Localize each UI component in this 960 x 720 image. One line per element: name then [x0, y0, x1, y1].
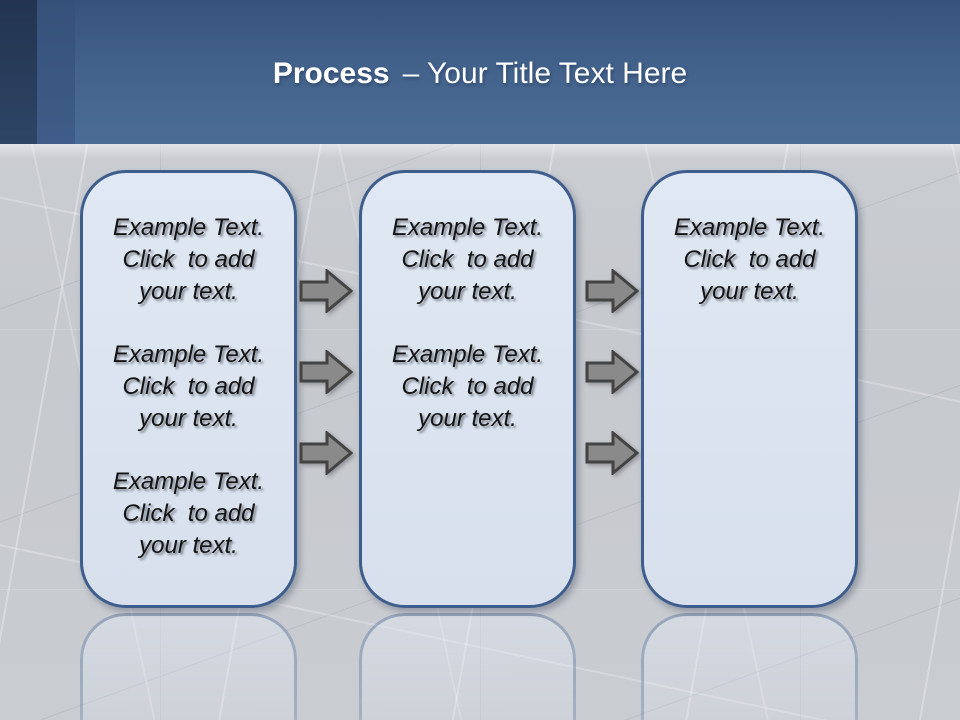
arrow-shape: [585, 350, 639, 394]
placeholder-text: Example Text. Click to add your text.: [112, 214, 265, 305]
process-box-step-2[interactable]: Example Text. Click to add your text. Ex…: [359, 170, 576, 608]
arrow-right-icon: [299, 269, 353, 313]
placeholder-text: Example Text. Click to add your text.: [112, 468, 265, 559]
header-band: [0, 0, 960, 144]
arrow-right-icon: [585, 269, 639, 313]
arrow-shape: [585, 269, 639, 313]
process-box-step-3[interactable]: Example Text. Click to add your text.: [641, 170, 858, 608]
placeholder-text: Example Text. Click to add your text.: [112, 341, 265, 432]
arrow-shape: [299, 269, 353, 313]
arrow-shape: [585, 431, 639, 475]
box-reflection: [641, 613, 858, 720]
title-placeholder: – Your Title Text Here: [402, 57, 688, 90]
header-bottom-glow: [0, 144, 960, 159]
arrow-right-icon: [585, 431, 639, 475]
process-box-step-1[interactable]: Example Text. Click to add your text. Ex…: [80, 170, 297, 608]
arrow-shape: [299, 431, 353, 475]
slide-title[interactable]: Process – Your Title Text Here: [0, 55, 960, 93]
arrow-right-icon: [299, 431, 353, 475]
arrow-shape: [299, 350, 353, 394]
arrow-right-icon: [585, 350, 639, 394]
placeholder-text: Example Text. Click to add your text.: [391, 341, 544, 432]
placeholder-text: Example Text. Click to add your text.: [391, 214, 544, 305]
box-reflection: [359, 613, 576, 720]
arrow-right-icon: [299, 350, 353, 394]
placeholder-text: Example Text. Click to add your text.: [673, 214, 826, 305]
header-stripe-dark: [0, 0, 37, 144]
header-stripe-medium: [37, 0, 75, 144]
title-keyword: Process: [272, 57, 390, 90]
box-reflection: [80, 613, 297, 720]
